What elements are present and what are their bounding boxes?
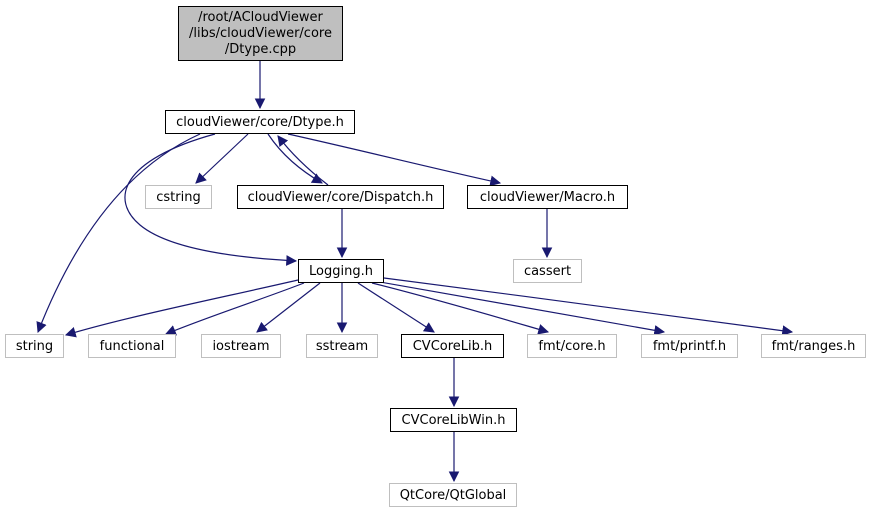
edge-logging-to-fmtprintf [379, 281, 666, 336]
node-fmt-printf-h: fmt/printf.h [641, 334, 738, 358]
node-functional: functional [88, 334, 176, 358]
edge-logging-to-iostream [256, 282, 321, 333]
node-iostream: iostream [201, 334, 281, 358]
edge-logging-to-cvcorelib [357, 282, 435, 333]
node-sstream: sstream [306, 334, 378, 358]
edge-logging-to-functional [165, 282, 305, 336]
root-line-1: /root/ACloudViewer [198, 9, 323, 25]
node-logging-h[interactable]: Logging.h [298, 259, 384, 283]
node-qtcore-qtglobal: QtCore/QtGlobal [389, 483, 517, 507]
edge-logging-to-fmtcore [371, 282, 550, 335]
node-fmt-ranges-h: fmt/ranges.h [761, 334, 866, 358]
node-fmt-core-h: fmt/core.h [527, 334, 617, 358]
root-line-3: /Dtype.cpp [224, 41, 297, 57]
edge-dtype-to-logging [124, 133, 298, 266]
edge-logging-to-string [64, 279, 299, 338]
edge-dtype-to-cstring [195, 133, 249, 184]
edge-logging-to-fmtranges [383, 277, 794, 336]
node-cstring: cstring [145, 185, 212, 209]
edge-dtype-to-dispatch [267, 133, 323, 184]
node-root-dtype-cpp: /root/ACloudViewer /libs/cloudViewer/cor… [178, 6, 343, 61]
edge-dispatch-to-dtype [277, 135, 329, 186]
node-cvcorelib-h[interactable]: CVCoreLib.h [401, 334, 504, 358]
node-string: string [5, 334, 64, 358]
node-dispatch-h[interactable]: cloudViewer/core/Dispatch.h [237, 185, 444, 209]
edge-dtype-to-macro [287, 133, 502, 187]
root-line-2: /libs/cloudViewer/core [189, 25, 332, 41]
node-cvcorelibwin-h[interactable]: CVCoreLibWin.h [390, 408, 517, 432]
node-macro-h[interactable]: cloudViewer/Macro.h [467, 185, 628, 209]
node-dtype-h[interactable]: cloudViewer/core/Dtype.h [165, 110, 355, 134]
node-cassert: cassert [513, 259, 582, 283]
edge-dtype-to-string [36, 133, 201, 334]
